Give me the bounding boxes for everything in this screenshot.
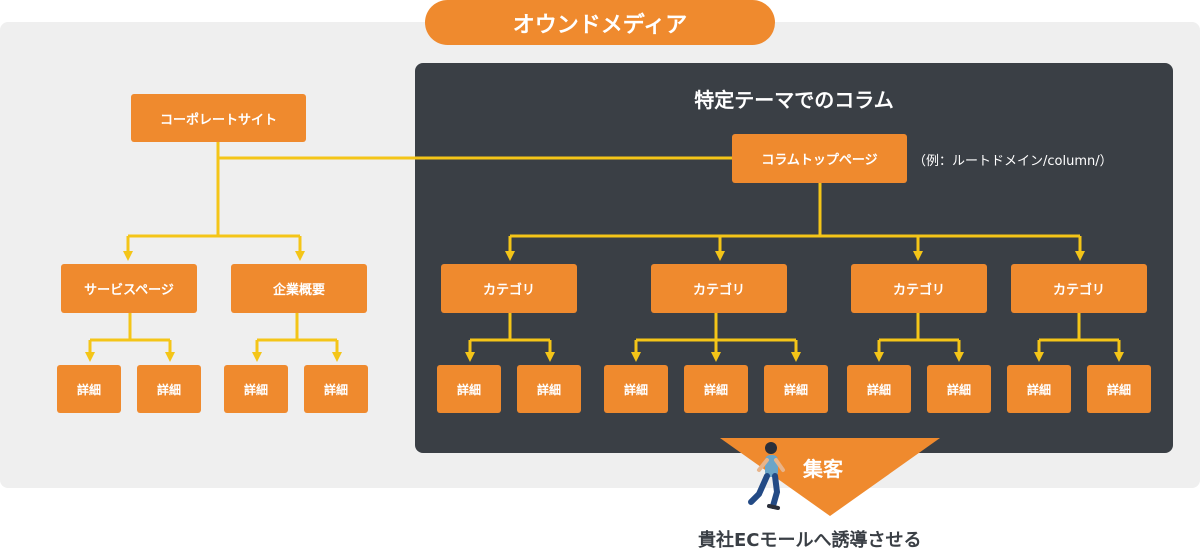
detail-node: 詳細 [137,365,201,413]
category-node: カテゴリ [1011,264,1147,313]
category-node: カテゴリ [441,264,577,313]
detail-node: 詳細 [684,365,748,413]
column-top-page-note: （例：ルートドメイン/column/） [913,154,1113,169]
category-node: カテゴリ [851,264,987,313]
owned-media-title: オウンドメディア [425,0,775,45]
detail-node: 詳細 [927,365,991,413]
detail-node: 詳細 [847,365,911,413]
detail-node: 詳細 [1007,365,1071,413]
detail-node: 詳細 [604,365,668,413]
column-top-page-node: コラムトップページ [732,134,907,183]
walking-person-icon [748,442,785,510]
funnel-label: 集客 [803,457,843,481]
detail-node: 詳細 [437,365,501,413]
detail-node: 詳細 [57,365,121,413]
footer-text: 貴社ECモールへ誘導させる [698,530,922,551]
detail-node: 詳細 [304,365,368,413]
column-section-title: 特定テーマでのコラム [694,88,894,112]
corporate-site-node: コーポレートサイト [131,94,306,142]
detail-node: 詳細 [1087,365,1151,413]
detail-node: 詳細 [224,365,288,413]
detail-node: 詳細 [517,365,581,413]
company-overview-node: 企業概要 [231,264,367,313]
category-node: カテゴリ [651,264,787,313]
detail-node: 詳細 [764,365,828,413]
connector-group [85,142,1124,362]
service-page-node: サービスページ [61,264,197,313]
